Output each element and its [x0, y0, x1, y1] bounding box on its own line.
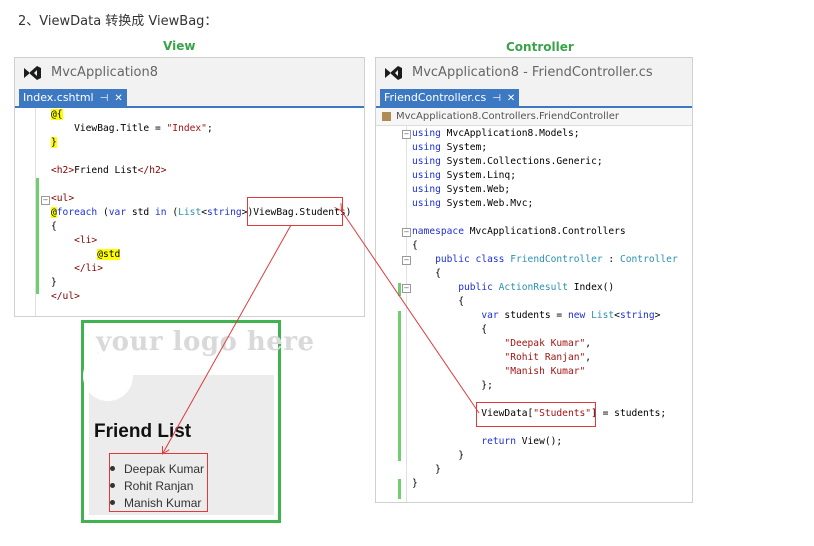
changed-lines-bar [36, 178, 39, 294]
fold-toggle-icon[interactable]: − [402, 228, 411, 237]
viewbag-to-output-arrow [163, 224, 292, 453]
code-line: { [51, 221, 57, 232]
decorative-shape [83, 351, 133, 401]
list-item-label: Manish Kumar [124, 496, 202, 510]
code-line: <h2>Friend List</h2> [51, 165, 167, 176]
code-line: { [412, 240, 418, 251]
friend-list-title: Friend List [94, 421, 192, 442]
tab-label: Index.cshtml [23, 91, 94, 104]
output-callout-box [109, 453, 208, 512]
code-line: }; [412, 380, 493, 391]
changed-lines-bar [398, 311, 401, 461]
code-line: using System.Linq; [412, 170, 516, 181]
tab-friendcontroller-cs[interactable]: FriendController.cs ⊣ ✕ [380, 89, 520, 106]
pin-icon[interactable]: ⊣ [492, 93, 501, 104]
gutter-divider [35, 108, 36, 316]
breadcrumb-label: MvcApplication8.Controllers.FriendContro… [396, 111, 619, 122]
code-line: } [412, 464, 441, 475]
code-line: <li> [74, 235, 98, 246]
list-item-label: Rohit Ranjan [124, 479, 194, 493]
class-icon [382, 112, 391, 121]
code-line: @foreach (var std in (List<string>)ViewB… [51, 207, 352, 218]
list-item-label: Deepak Kumar [124, 462, 205, 476]
code-line: public class FriendController : Controll… [435, 254, 678, 265]
code-line: using System; [412, 142, 488, 153]
gutter-divider [406, 126, 407, 502]
view-code[interactable]: @{ ViewBag.Title = "Index"; } <h2>Friend… [51, 108, 351, 302]
controller-code[interactable]: using MvcApplication8.Models; using Syst… [412, 127, 678, 489]
code-line: } [51, 137, 57, 148]
header-panel [83, 351, 274, 515]
tab-label: FriendController.cs [384, 91, 487, 104]
code-line: } [51, 277, 57, 288]
code-line: public ActionResult Index() [458, 282, 615, 293]
controller-titlebar: MvcApplication8 - FriendController.cs [376, 58, 692, 88]
bullet-icon [110, 466, 115, 472]
code-line: ViewBag.Title = "Index"; [74, 123, 213, 134]
code-line: </li> [74, 263, 103, 274]
visual-studio-icon [385, 66, 402, 80]
controller-tab-strip: FriendController.cs ⊣ ✕ [376, 88, 692, 108]
code-line: @{ [51, 109, 63, 120]
code-line: using System.Web; [412, 184, 511, 195]
view-titlebar: MvcApplication8 [15, 58, 364, 88]
code-line: using System.Web.Mvc; [412, 198, 534, 209]
changed-lines-bar [398, 479, 401, 499]
controller-caption: Controller [506, 40, 574, 54]
code-line: { [412, 268, 441, 279]
controller-window-title: MvcApplication8 - FriendController.cs [412, 65, 653, 80]
code-line: <ul> [51, 193, 75, 204]
bullet-icon [110, 500, 115, 506]
logo-placeholder: your logo here [96, 327, 315, 357]
code-line: } [412, 478, 418, 489]
code-line: using System.Collections.Generic; [412, 156, 603, 167]
view-window-title: MvcApplication8 [51, 65, 158, 80]
code-line: @std [97, 249, 121, 260]
fold-toggle-icon[interactable]: − [402, 130, 411, 139]
code-line: } [412, 450, 464, 461]
fold-toggle-icon[interactable]: − [402, 284, 411, 293]
code-line: "Manish Kumar" [504, 366, 586, 377]
view-caption: View [163, 39, 196, 53]
fold-toggle-icon[interactable]: − [41, 196, 50, 205]
list-item: Rohit Ranjan [110, 478, 204, 495]
changed-lines-bar [398, 283, 401, 296]
list-item: Manish Kumar [110, 495, 204, 512]
code-line: ViewData["Students"] = students; [412, 408, 667, 419]
code-line: { [412, 324, 488, 335]
code-line: "Rohit Ranjan", [504, 352, 592, 363]
close-icon[interactable]: ✕ [506, 93, 516, 104]
code-line: using MvcApplication8.Models; [412, 128, 580, 139]
code-line: var students = new List<string> [481, 310, 661, 321]
friend-list: Deepak Kumar Rohit Ranjan Manish Kumar [110, 461, 204, 512]
bullet-icon [110, 483, 115, 489]
pin-icon[interactable]: ⊣ [99, 93, 109, 104]
code-line: namespace MvcApplication8.Controllers [412, 226, 626, 237]
close-icon[interactable]: ✕ [114, 93, 123, 104]
article-heading: 2、ViewData 转换成 ViewBag： [18, 14, 218, 29]
fold-toggle-icon[interactable]: − [402, 256, 411, 265]
code-line: </ul> [51, 291, 80, 302]
tab-index-cshtml[interactable]: Index.cshtml ⊣ ✕ [19, 89, 127, 106]
visual-studio-icon [24, 66, 41, 80]
view-tab-strip: Index.cshtml ⊣ ✕ [15, 88, 364, 108]
code-line: { [412, 296, 464, 307]
code-line: "Deepak Kumar", [504, 338, 592, 349]
controller-editor-window: MvcApplication8 - FriendController.cs Fr… [375, 57, 693, 503]
code-line: return View(); [481, 436, 563, 447]
list-item: Deepak Kumar [110, 461, 204, 478]
breadcrumb[interactable]: MvcApplication8.Controllers.FriendContro… [376, 108, 692, 126]
viewdata-to-viewbag-arrow [341, 210, 480, 414]
viewdata-callout-box [476, 402, 596, 427]
view-editor-window: MvcApplication8 Index.cshtml ⊣ ✕ − @{ View… [14, 57, 365, 317]
